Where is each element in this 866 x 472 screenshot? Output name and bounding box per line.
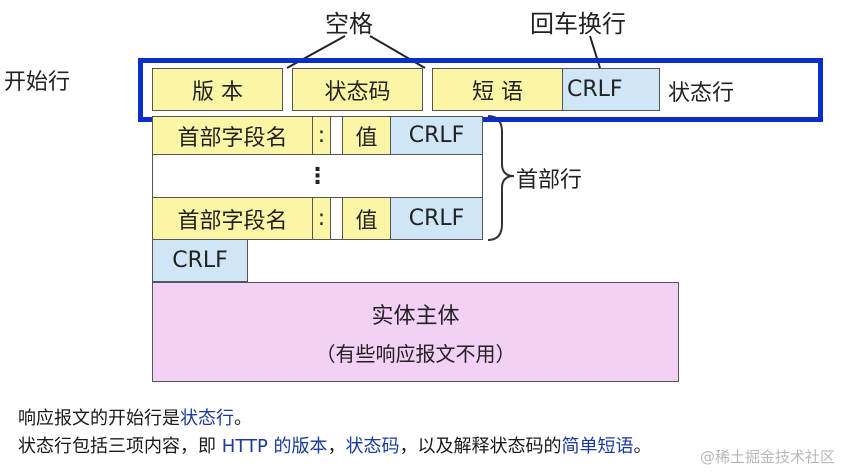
version-text: 版 本: [192, 79, 243, 105]
caption-line-1: 响应报文的开始行是状态行。: [18, 404, 252, 430]
header-colon-text: :: [317, 123, 326, 148]
caption-text: 响应报文的开始行是: [18, 408, 180, 429]
header-lines-label: 首部行: [516, 168, 583, 193]
entity-body-note: （有些响应报文不用）: [315, 341, 516, 366]
caption-text: 状态行包括三项内容，即: [18, 436, 222, 457]
header-field-cell: 首部字段名: [152, 116, 313, 155]
phrase-cell: 短 语: [432, 68, 563, 111]
status-line-highlight-box: [138, 58, 823, 122]
header-ellipsis-row: ⋮: [152, 155, 483, 198]
caption-text: 。: [633, 436, 652, 457]
version-cell: 版 本: [152, 68, 283, 111]
caption-text: ，: [327, 436, 346, 457]
header-crlf-text: CRLF: [408, 123, 465, 148]
caption-highlight: HTTP 的版本: [221, 436, 328, 457]
header-colon-cell: :: [313, 116, 331, 155]
crlf-top-label: 回车换行: [530, 10, 626, 38]
space-cell: [331, 116, 343, 155]
header-field-text: 首部字段名: [177, 125, 288, 151]
entity-body-title: 实体主体: [371, 303, 460, 329]
caption-highlight: 状态码: [345, 436, 400, 457]
caption-line-2: 状态行包括三项内容，即 HTTP 的版本，状态码，以及解释状态码的简单短语。: [18, 432, 652, 458]
caption-highlight: 简单短语: [561, 436, 634, 457]
header-brace: [487, 115, 515, 241]
header-ellipsis-text: ⋮: [306, 163, 329, 189]
status-code-cell: 状态码: [292, 68, 423, 111]
entity-body-box: 实体主体 （有些响应报文不用）: [152, 282, 679, 382]
watermark: @稀土掘金技术社区: [700, 448, 836, 466]
status-code-text: 状态码: [324, 79, 391, 105]
header-value-text: 值: [355, 208, 378, 234]
header-crlf-cell: CRLF: [391, 116, 483, 155]
phrase-text: 短 语: [472, 79, 523, 105]
header-crlf-cell: CRLF: [391, 198, 483, 240]
header-colon-text: :: [317, 206, 326, 231]
caption-highlight: 状态行: [180, 408, 234, 429]
crlf-text: CRLF: [567, 77, 623, 102]
space-label: 空格: [325, 10, 373, 38]
empty-line-crlf-text: CRLF: [172, 248, 228, 273]
header-value-cell: 值: [343, 198, 391, 240]
status-line-label: 状态行: [668, 81, 735, 106]
header-value-cell: 值: [343, 116, 391, 155]
space-cell: [331, 198, 343, 240]
empty-line-crlf-cell: CRLF: [152, 240, 248, 282]
start-line-label: 开始行: [4, 70, 71, 95]
header-colon-cell: :: [313, 198, 331, 240]
header-field-text: 首部字段名: [177, 208, 288, 234]
crlf-cell: CRLF: [563, 68, 660, 111]
caption-text: ，以及解释状态码的: [399, 436, 562, 457]
header-crlf-text: CRLF: [408, 206, 465, 231]
header-field-cell: 首部字段名: [152, 198, 313, 240]
header-value-text: 值: [355, 125, 378, 151]
caption-text: 。: [234, 408, 252, 429]
